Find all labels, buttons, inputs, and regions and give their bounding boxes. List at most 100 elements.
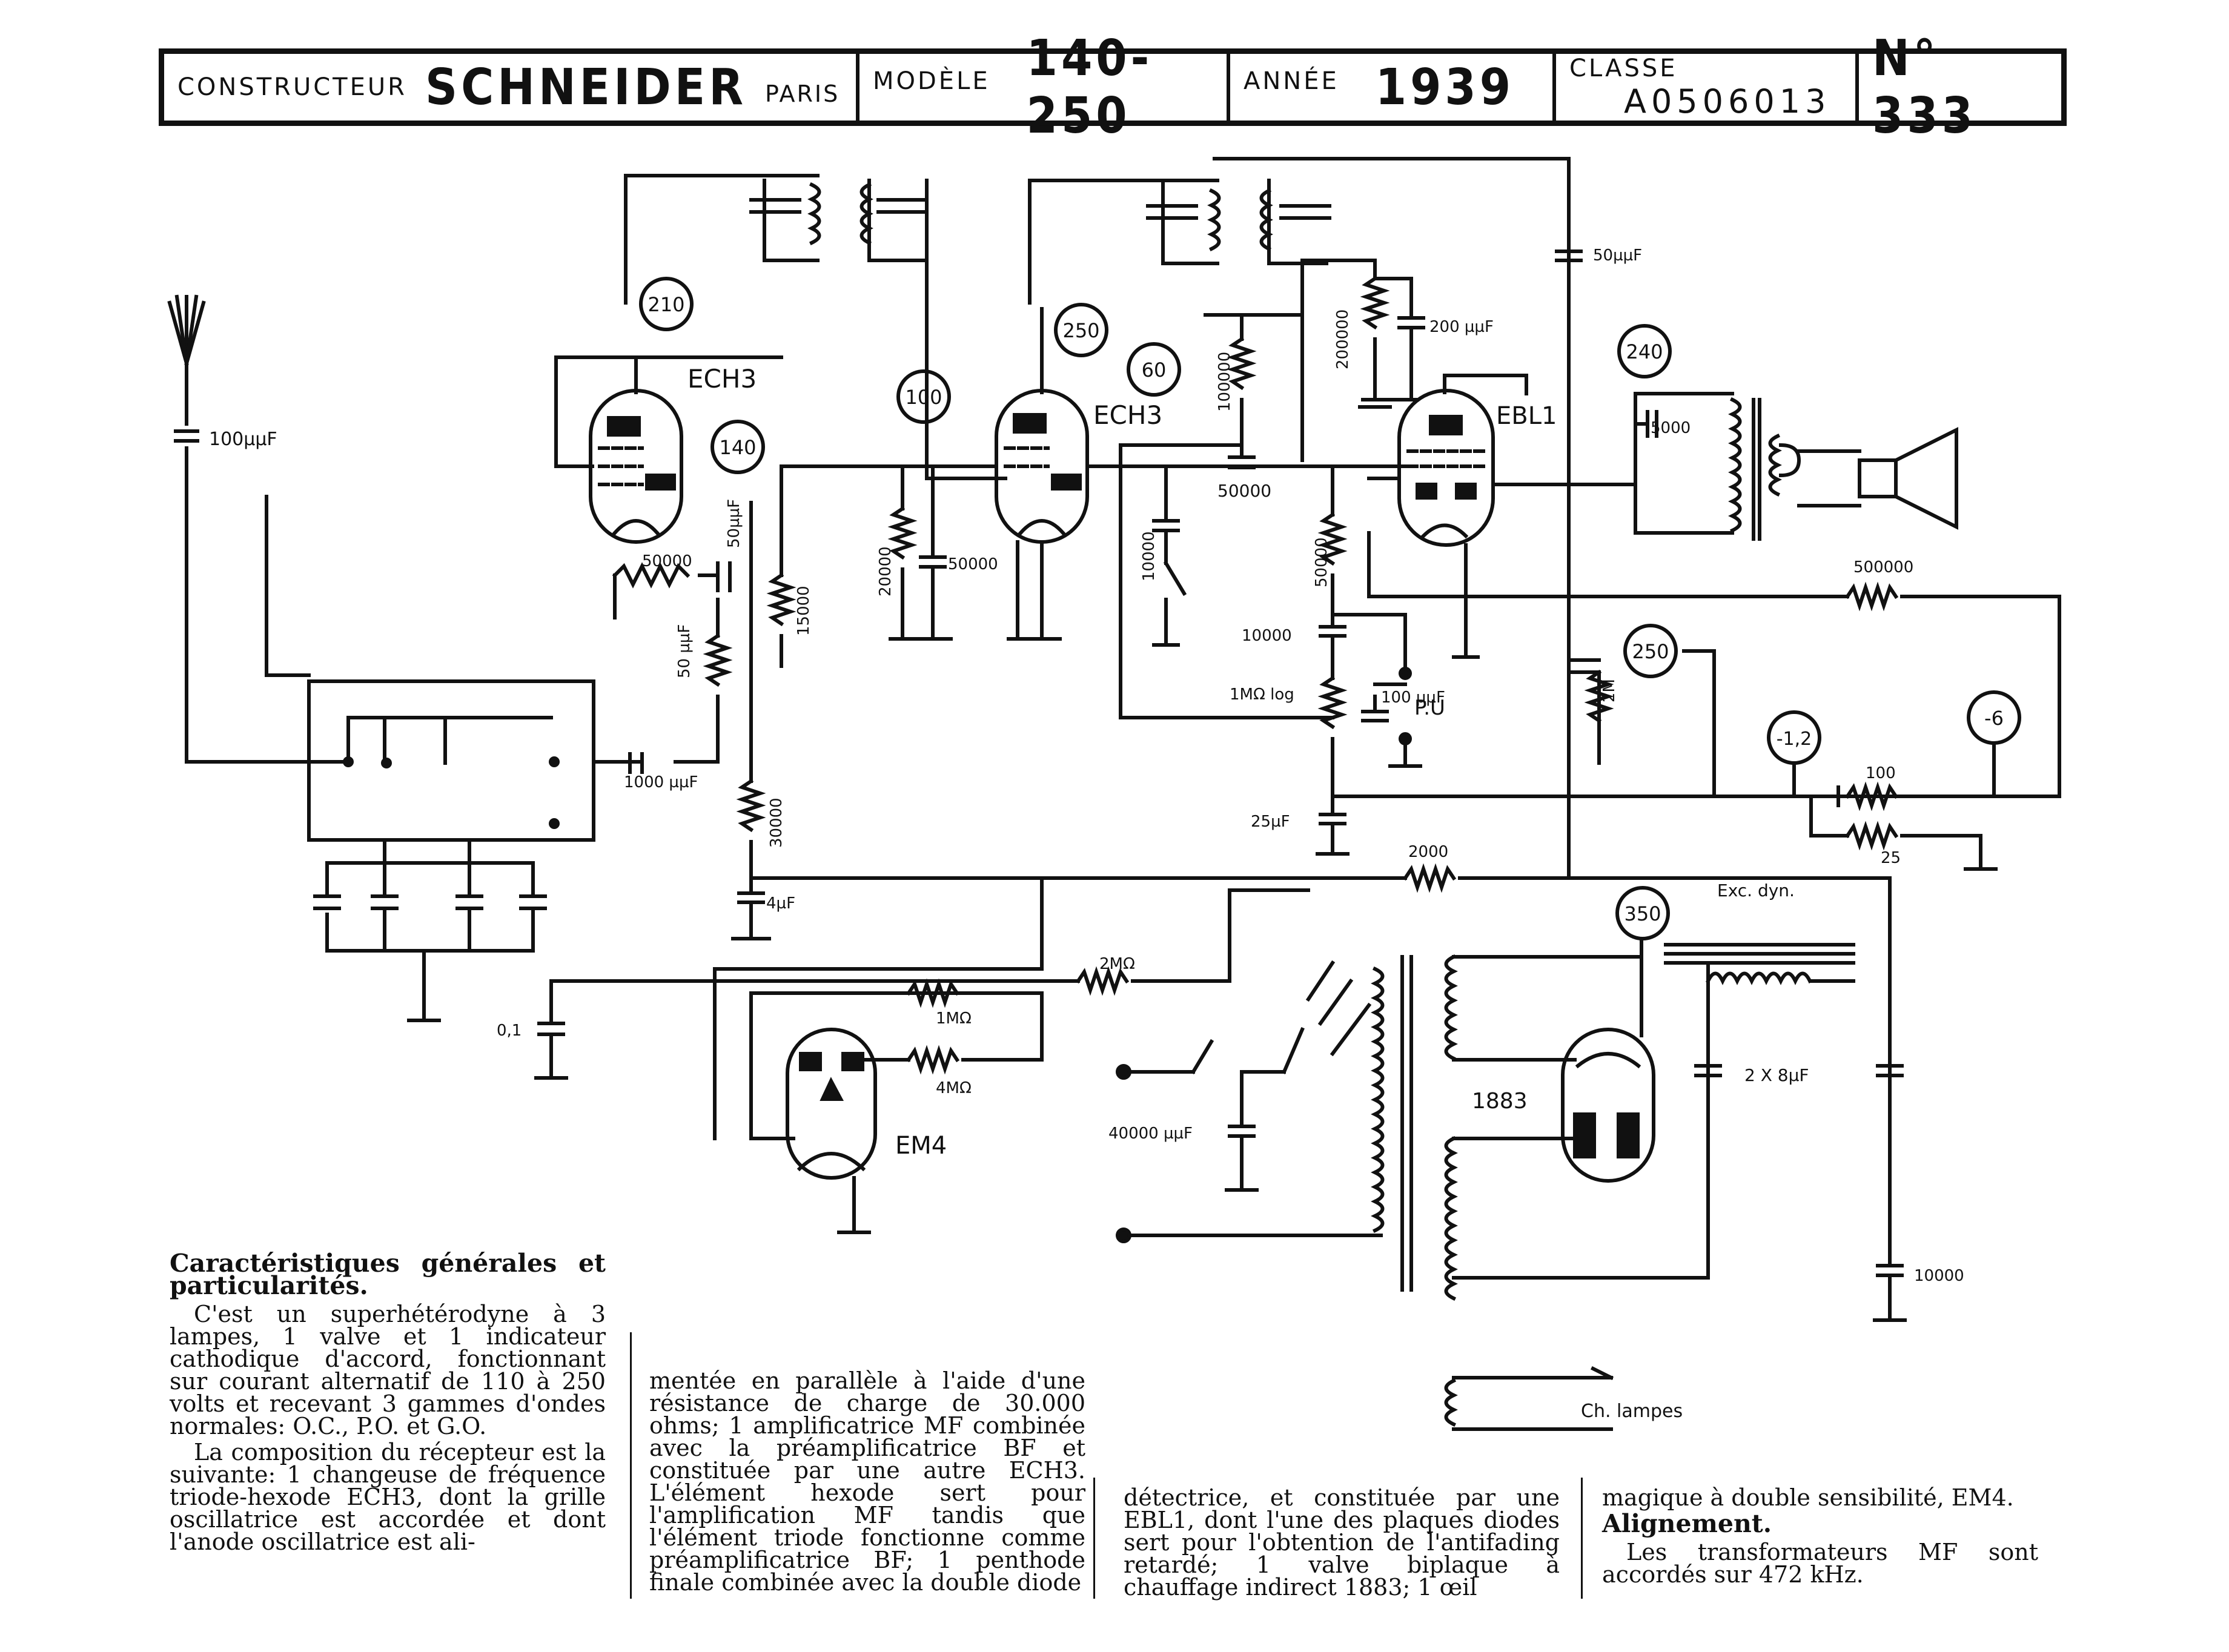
mains-transformer <box>1116 937 1643 1431</box>
label-r-50000-v: 50000 <box>1313 537 1331 587</box>
text-col-3: détectrice, et constituée par une EBL1, … <box>1124 1486 1560 1602</box>
label-tube-ech3-2: ECH3 <box>1093 400 1162 430</box>
label-c-osc: 50µµF <box>725 499 743 548</box>
section-heading: Alignement. <box>1602 1509 1772 1538</box>
label-r-4m: 4MΩ <box>936 1079 972 1097</box>
constructeur-label: CONSTRUCTEUR <box>177 73 407 101</box>
label-tube-1883: 1883 <box>1472 1089 1528 1114</box>
label-r-200000: 200000 <box>1334 309 1352 369</box>
annee-value: 1939 <box>1375 58 1515 116</box>
resistors-grid-area <box>592 464 797 940</box>
svg-text:60: 60 <box>1142 358 1167 382</box>
constructeur-city: PARIS <box>765 81 840 107</box>
filter-network <box>1573 943 1907 1322</box>
label-r-1m-a: 1MΩ <box>936 1009 972 1028</box>
voltage-350: 350 <box>1615 886 1670 940</box>
svg-text:210: 210 <box>648 293 684 316</box>
voltage-minus-1-2: -1,2 <box>1767 710 1821 765</box>
classe-value: A0506013 <box>1624 82 1831 121</box>
constructeur-name: SCHNEIDER <box>425 58 747 116</box>
label-c-10000-b: 10000 <box>1914 1267 1964 1285</box>
speaker-symbol <box>1778 427 1958 530</box>
label-r-30000-a: 30000 <box>767 798 786 848</box>
cap-0-1 <box>534 979 844 1080</box>
label-tube-ebl1: EBL1 <box>1496 402 1557 430</box>
modele-cell: MODÈLE 140-250 <box>859 30 1230 145</box>
ech3-2-grid-network <box>887 464 1041 641</box>
label-c-50000-a: 50000 <box>948 555 998 573</box>
label-c-10000-a: 10000 <box>1140 531 1158 581</box>
annee-cell: ANNÉE 1939 <box>1230 54 1556 121</box>
text-paragraph: La composition du récepteur est la suiva… <box>170 1439 606 1555</box>
text-col-2: mentée en parallèle à l'aide d'une résis… <box>649 1369 1085 1597</box>
label-tube-em4: EM4 <box>895 1132 947 1160</box>
label-c-2x8: 2 X 8µF <box>1744 1065 1809 1085</box>
voltage-210: 210 <box>639 277 694 331</box>
tube-ebl1 <box>1367 374 1637 659</box>
voltage-240: 240 <box>1617 324 1672 378</box>
label-c-grid: 50 µµF <box>675 624 694 678</box>
section-heading: Caractéristiques générales et particular… <box>170 1249 606 1300</box>
annee-label: ANNÉE <box>1244 67 1339 95</box>
label-r-osc: 50000 <box>642 552 692 570</box>
label-r-25: 25 <box>1881 849 1901 867</box>
text-col-4: magique à double sensibilité, EM4. Align… <box>1602 1484 2038 1590</box>
numero-value: N° 333 <box>1872 30 1976 145</box>
feedback-network <box>1367 531 2061 871</box>
label-r-2000: 2000 <box>1408 843 1448 861</box>
label-c-25uf: 25µF <box>1251 813 1290 831</box>
label-c-200: 200 µµF <box>1429 318 1494 336</box>
voltage-250-b: 250 <box>1623 624 1678 678</box>
label-c-50000-b: 50000 <box>1217 481 1271 501</box>
detector-network <box>1088 313 1407 719</box>
column-divider <box>1581 1478 1583 1599</box>
output-transformer <box>1634 392 1782 541</box>
tuning-capacitors <box>313 840 547 1022</box>
label-r-500000: 500000 <box>1853 558 1913 577</box>
label-tube-ech3-1: ECH3 <box>687 364 757 394</box>
label-c-4uf: 4µF <box>766 894 795 913</box>
volume-network <box>1316 464 1571 856</box>
classe-label: CLASSE <box>1569 54 1678 82</box>
tube-1883 <box>1561 955 1655 1183</box>
text-paragraph: magique à double sensibilité, EM4. <box>1602 1484 2014 1511</box>
label-c-40000: 40000 µµF <box>1108 1125 1193 1143</box>
voltage-140: 140 <box>710 420 765 474</box>
label-r-20000: 20000 <box>876 546 895 596</box>
svg-text:250: 250 <box>1632 640 1669 663</box>
tube-ech3-1 <box>554 355 783 544</box>
label-r-100: 100 <box>1866 764 1896 782</box>
classe-cell: CLASSE A0506013 <box>1556 54 1859 121</box>
text-col-1: Caractéristiques générales et particular… <box>170 1249 606 1557</box>
label-c-pad: 1000 µµF <box>624 773 698 791</box>
wave-switch-box <box>265 495 595 842</box>
numero-cell: N° 333 <box>1859 30 2061 145</box>
svg-text:140: 140 <box>719 436 756 459</box>
svg-text:-6: -6 <box>1984 707 2004 730</box>
if-transformer-2 <box>1028 157 1571 880</box>
label-r-100000: 100000 <box>1216 352 1234 412</box>
if-transformer-1 <box>624 174 1007 480</box>
column-divider <box>1093 1478 1095 1599</box>
svg-text:-1,2: -1,2 <box>1777 729 1812 750</box>
voltage-250-a: 250 <box>1054 303 1108 357</box>
voltage-minus-6: -6 <box>1967 690 2021 745</box>
column-divider <box>630 1332 632 1599</box>
label-c-ant: 100µµF <box>209 429 277 450</box>
constructeur-cell: CONSTRUCTEUR SCHNEIDER PARIS <box>164 54 859 121</box>
label-r-2m-v: 2M <box>1600 679 1618 702</box>
svg-text:100: 100 <box>905 386 942 409</box>
modele-value: 140-250 <box>1026 30 1153 145</box>
voltage-100: 100 <box>896 369 951 424</box>
antenna-symbol <box>167 294 350 764</box>
modele-label: MODÈLE <box>873 67 990 95</box>
label-c-50-top: 50µµF <box>1593 246 1642 265</box>
text-paragraph: Les transformateurs MF sont accordés sur… <box>1602 1539 2038 1588</box>
ht-rail <box>713 540 1892 1140</box>
label-pot: 1MΩ log <box>1230 686 1294 704</box>
label-c-5000: 5000 <box>1651 419 1691 437</box>
cap-50-top <box>1555 246 1583 262</box>
header-bar: CONSTRUCTEUR SCHNEIDER PARIS MODÈLE 140-… <box>159 30 2067 145</box>
svg-text:350: 350 <box>1624 902 1661 925</box>
